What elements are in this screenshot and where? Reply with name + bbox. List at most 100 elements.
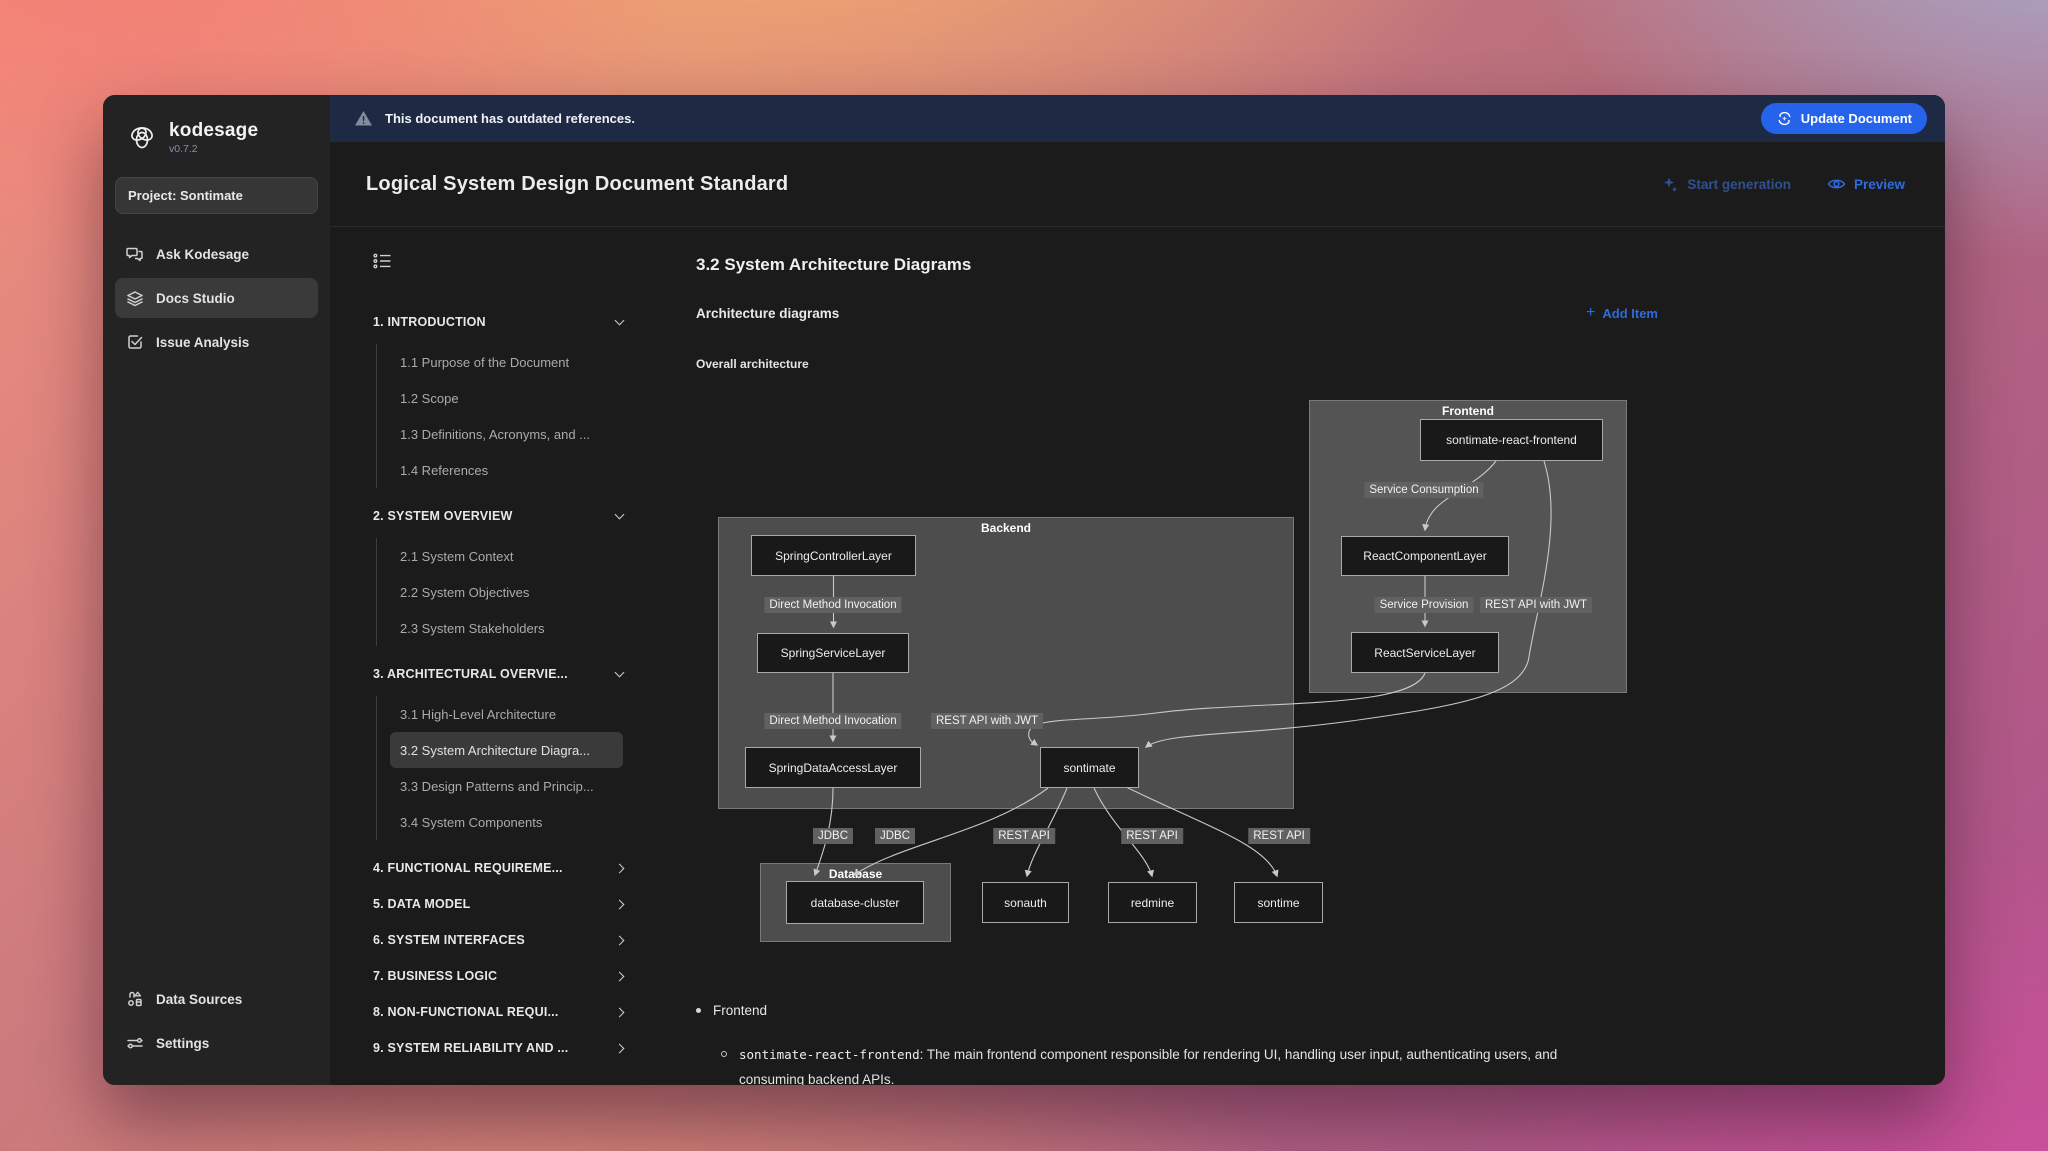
layers-icon: [127, 291, 143, 307]
chat-icon: [126, 247, 143, 262]
chevron-right-icon: [614, 863, 625, 873]
update-document-button[interactable]: Update Document: [1760, 103, 1927, 134]
outline-section-functional-requirements: 4. FUNCTIONAL REQUIREME...: [373, 850, 625, 886]
outline-section-header[interactable]: 7. BUSINESS LOGIC: [373, 958, 625, 994]
edge-label-rest-api-jwt: REST API with JWT: [1479, 597, 1593, 613]
outline-item[interactable]: 2.3 System Stakeholders: [400, 620, 545, 636]
sidebar-item-issue-analysis[interactable]: Issue Analysis: [115, 322, 318, 362]
node-springcontrollerlayer[interactable]: SpringControllerLayer: [751, 535, 916, 576]
start-generation-label: Start generation: [1687, 176, 1791, 192]
outline-section-introduction: 1. INTRODUCTION 1.1 Purpose of the Docum…: [373, 304, 625, 488]
node-sonauth[interactable]: sonauth: [982, 882, 1069, 923]
outline-item[interactable]: 3.1 High-Level Architecture: [400, 706, 557, 722]
sidebar-item-docs-studio[interactable]: Docs Studio: [115, 278, 318, 318]
plus-icon: +: [1586, 304, 1596, 321]
chevron-right-icon: [614, 899, 625, 909]
chevron-down-icon: [614, 667, 625, 678]
preview-label: Preview: [1853, 176, 1905, 192]
settings-sliders-icon: [127, 1037, 143, 1049]
outline-section-system-reliability: 9. SYSTEM RELIABILITY AND ...: [373, 1030, 625, 1066]
node-reactservicelayer[interactable]: ReactServiceLayer: [1351, 632, 1499, 673]
outline-item[interactable]: 3.4 System Components: [400, 814, 543, 830]
edge-label-rest-api: REST API: [1121, 828, 1183, 844]
node-database-cluster[interactable]: database-cluster: [786, 881, 924, 924]
block-title: Architecture diagrams: [696, 305, 840, 321]
sidebar-footer-nav: Data Sources Settings: [103, 979, 330, 1063]
outline-section-header[interactable]: 4. FUNCTIONAL REQUIREME...: [373, 850, 625, 886]
outline-section-system-interfaces: 6. SYSTEM INTERFACES: [373, 922, 625, 958]
outline-item[interactable]: 3.3 Design Patterns and Princip...: [400, 778, 594, 794]
node-sontime[interactable]: sontime: [1234, 882, 1323, 923]
sparkle-icon: [1664, 177, 1678, 192]
brand: kodesage v0.7.2: [103, 95, 330, 155]
outline-section-header[interactable]: 6. SYSTEM INTERFACES: [373, 922, 625, 958]
outline-item[interactable]: 1.3 Definitions, Acronyms, and ...: [400, 426, 591, 442]
group-label: Backend: [980, 521, 1032, 535]
sidebar-item-label: Docs Studio: [156, 290, 235, 306]
outline-list-icon[interactable]: [373, 253, 660, 274]
node-springdataaccesslayer[interactable]: SpringDataAccessLayer: [745, 747, 921, 788]
document-body: 3.2 System Architecture Diagrams Archite…: [660, 227, 1945, 1085]
add-item-button[interactable]: + Add Item: [1586, 305, 1658, 321]
outline-item-active[interactable]: 3.2 System Architecture Diagra...: [390, 732, 623, 768]
sidebar-item-label: Data Sources: [156, 991, 243, 1007]
node-sontimate-react-frontend[interactable]: sontimate-react-frontend: [1420, 419, 1603, 461]
circle-bullet-icon: [721, 1051, 727, 1057]
outline-section-header[interactable]: 5. DATA MODEL: [373, 886, 625, 922]
diagram-caption: Overall architecture: [696, 357, 809, 371]
sidebar-item-data-sources[interactable]: Data Sources: [115, 979, 318, 1019]
outline-item[interactable]: 2.2 System Objectives: [400, 584, 530, 600]
document-header: Logical System Design Document Standard …: [330, 142, 1945, 227]
outline-section-header[interactable]: 1. INTRODUCTION: [373, 304, 625, 340]
sync-icon: [1778, 111, 1791, 126]
sidebar: kodesage v0.7.2 Project: Sontimate Ask K…: [103, 95, 330, 1085]
sidebar-nav: Ask Kodesage Docs Studio Issue Analysis: [103, 234, 330, 362]
outline-section-header[interactable]: 8. NON-FUNCTIONAL REQUI...: [373, 994, 625, 1030]
document-outline: 1. INTRODUCTION 1.1 Purpose of the Docum…: [330, 227, 660, 1085]
brand-version: v0.7.2: [169, 143, 198, 155]
group-label: Database: [828, 867, 883, 881]
architecture-diagram[interactable]: Frontend Backend Database: [696, 395, 1646, 957]
brand-name: kodesage: [169, 120, 259, 141]
note-description: : The main frontend component responsibl…: [739, 1047, 1558, 1085]
chevron-down-icon: [614, 509, 625, 520]
data-sources-icon: [128, 991, 142, 1007]
sidebar-item-label: Issue Analysis: [156, 334, 250, 350]
app-window: kodesage v0.7.2 Project: Sontimate Ask K…: [103, 95, 1945, 1085]
outline-item[interactable]: 2.1 System Context: [400, 548, 514, 564]
outline-item[interactable]: 1.2 Scope: [400, 390, 459, 406]
outline-item[interactable]: 1.1 Purpose of the Document: [400, 354, 570, 370]
sidebar-item-label: Ask Kodesage: [156, 246, 250, 262]
project-selector[interactable]: Project: Sontimate: [115, 177, 318, 214]
node-springservicelayer[interactable]: SpringServiceLayer: [757, 633, 909, 673]
node-redmine[interactable]: redmine: [1108, 882, 1197, 923]
outline-section-data-model: 5. DATA MODEL: [373, 886, 625, 922]
note-heading: Frontend: [713, 1003, 768, 1018]
node-sontimate[interactable]: sontimate: [1040, 747, 1139, 788]
chevron-down-icon: [614, 315, 625, 326]
edge-label-rest-api-jwt: REST API with JWT: [930, 713, 1044, 729]
edge-label-direct-method-invocation: Direct Method Invocation: [764, 713, 902, 729]
banner-message: This document has outdated references.: [385, 111, 635, 126]
sidebar-item-label: Settings: [156, 1035, 210, 1051]
outline-section-non-functional: 8. NON-FUNCTIONAL REQUI...: [373, 994, 625, 1030]
outline-section-header[interactable]: 2. SYSTEM OVERVIEW: [373, 498, 625, 534]
edge-label-rest-api: REST API: [1248, 828, 1310, 844]
edge-label-jdbc: JDBC: [812, 828, 854, 844]
sidebar-item-settings[interactable]: Settings: [115, 1023, 318, 1063]
preview-button[interactable]: Preview: [1827, 177, 1905, 192]
sidebar-item-ask-kodesage[interactable]: Ask Kodesage: [115, 234, 318, 274]
main-column: This document has outdated references. U…: [330, 95, 1945, 1085]
edge-label-service-provision: Service Provision: [1374, 597, 1474, 613]
section-title: 3.2 System Architecture Diagrams: [696, 255, 972, 274]
chevron-right-icon: [614, 935, 625, 945]
outline-section-header[interactable]: 9. SYSTEM RELIABILITY AND ...: [373, 1030, 625, 1066]
edge-label-rest-api: REST API: [993, 828, 1055, 844]
outdated-references-banner: This document has outdated references. U…: [330, 95, 1945, 142]
outline-section-header[interactable]: 3. ARCHITECTURAL OVERVIE...: [373, 656, 625, 692]
outline-item[interactable]: 1.4 References: [400, 462, 489, 478]
group-label: Frontend: [1442, 404, 1494, 418]
node-reactcomponentlayer[interactable]: ReactComponentLayer: [1341, 536, 1509, 576]
update-document-label: Update Document: [1800, 111, 1912, 126]
start-generation-button[interactable]: Start generation: [1662, 176, 1791, 193]
